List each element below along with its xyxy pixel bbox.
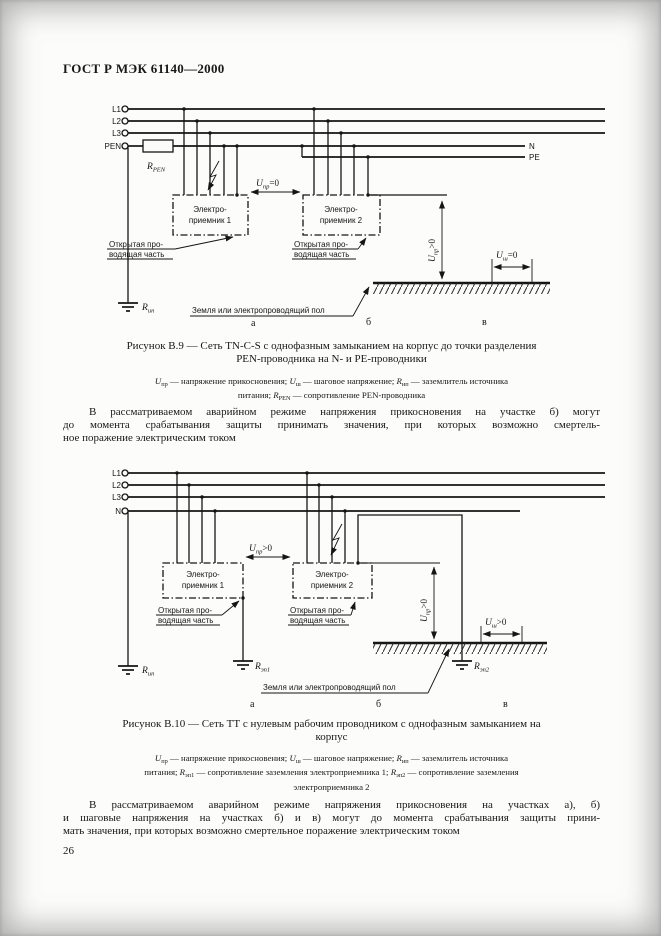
step-voltage-label: Uш>0 [485,617,507,630]
figure-b9-legend-line2: питания; RPEN — сопротивление PEN-провод… [237,390,426,403]
fault-lightning-icon [330,523,343,556]
svg-text:Земля или электропроводящий по: Земля или электропроводящий пол [192,306,325,315]
figure-b10-caption: Рисунок В.10 — Сеть ТТ с нулевым рабочим… [60,718,603,744]
zone-v-label: в [482,317,487,328]
line-label-pe: PE [529,153,540,162]
load2-label-line1: Электро- [315,570,349,579]
zone-a-label: а [250,699,255,710]
touch-voltage-right-label: Uпр>0 [427,239,440,262]
zone-a-label: а [251,318,256,329]
figure-b10-diagram: L1 L2 L3 N Электро- приемник 1 Электро- … [112,469,605,710]
figure-b9-legend: Uпр — напряжение прикосновения; Uш — шаг… [60,376,603,405]
load1-box [172,194,249,236]
fault-lightning-icon [207,160,220,191]
figure-b10-legend-line2: питания; Rэп1 — сопротивление заземления… [144,767,519,780]
zone-b-label: б [366,317,371,328]
line-label-n: N [115,507,121,516]
touch-voltage-label: Uпр>0 [249,543,272,556]
svg-text:водящая часть: водящая часть [294,250,349,259]
zone-b-label: б [376,699,381,710]
svg-text:Открытая про-: Открытая про- [290,606,344,615]
ground-surface [373,641,547,654]
source-earth: Rип [118,512,154,678]
load2-box [292,562,373,599]
load1-earth: Rэп1 [233,596,270,674]
rep1-label: Rэп1 [254,662,270,674]
load2-label-line1: Электро- [324,205,358,214]
paragraph-2: В рассматриваемом аварийном режиме напря… [63,799,600,837]
ground-callout: Земля или электропроводящий пол [190,286,370,317]
paragraph-1: В рассматриваемом аварийном режиме напря… [63,406,600,444]
line-label-l3: L3 [112,493,121,502]
rip-label: Rип [141,303,154,315]
figure-b9-caption: Рисунок В.9 — Сеть TN-C-S с однофазным з… [60,340,603,366]
load2-drop-conductors [300,107,370,197]
svg-text:Открытая про-: Открытая про- [158,606,212,615]
rpen-resistor [142,139,174,153]
svg-text:Земля или электропроводящий по: Земля или электропроводящий пол [263,683,396,692]
step-voltage-dim: Uш=0 [491,250,533,283]
touch-voltage-label: Uпр=0 [256,178,279,191]
load1-label-line2: приемник 1 [189,216,232,225]
step-voltage-dim: Uш>0 [480,617,523,643]
load2-label-line2: приемник 2 [320,216,363,225]
rep2-label: Rэп2 [473,662,490,674]
document-header: ГОСТ Р МЭК 61140—2000 [63,61,225,76]
zone-v-label: в [503,699,508,710]
load1-label-line1: Электро- [193,205,227,214]
figure-b10-caption-line1: Рисунок В.10 — Сеть ТТ с нулевым рабочим… [122,718,541,730]
svg-text:Открытая про-: Открытая про- [109,240,163,249]
svg-text:водящая часть: водящая часть [109,250,164,259]
load2-earth: Rэп2 [452,660,490,674]
line-label-l1: L1 [112,105,121,114]
line-label-l1: L1 [112,469,121,478]
figure-b10-legend: Uпр — напряжение прикосновения; Uш — шаг… [60,753,603,792]
figure-b9-caption-line2: PEN-проводника на N- и РЕ-проводники [236,353,427,365]
ground-surface [373,281,550,294]
load1-label-line1: Электро- [186,570,220,579]
figure-b10-caption-line2: корпус [315,731,348,743]
ground-callout: Земля или электропроводящий пол [261,648,450,694]
load2-box [302,194,381,236]
figure-b9-caption-line1: Рисунок В.9 — Сеть TN-C-S с однофазным з… [126,340,537,352]
touch-voltage-right-label: Uпр>0 [419,599,432,622]
line-label-pen: PEN [105,142,122,151]
step-voltage-label: Uш=0 [496,250,518,263]
page-number: 26 [63,845,74,857]
feeder-conductors [128,472,605,512]
feeder-conductors [128,108,605,158]
figure-b10-legend-line1: Uпр — напряжение прикосновения; Uш — шаг… [154,753,509,765]
svg-text:Открытая про-: Открытая про- [294,240,348,249]
svg-text:водящая часть: водящая часть [158,616,213,625]
load2-label-line2: приемник 2 [311,581,354,590]
figure-b9-legend-line1: Uпр — напряжение прикосновения; Uш — шаг… [154,376,509,388]
exposed-part-label-1: Открытая про- водящая часть [156,600,240,626]
figure-b9-diagram: L1 L2 L3 PEN N PE RPEN [105,105,605,329]
source-terminals [121,105,129,150]
svg-text:водящая часть: водящая часть [290,616,345,625]
line-label-l3: L3 [112,129,121,138]
source-earth: Rип [118,147,154,315]
figure-b10-legend-line3: электроприемника 2 [293,781,370,792]
line-label-l2: L2 [112,117,121,126]
source-terminals [121,469,129,515]
load1-box [162,562,244,599]
exposed-part-label-1: Открытая про- водящая часть [107,235,234,260]
line-label-n: N [529,142,535,151]
rip-label: Rип [141,666,154,678]
exposed-part-label-2: Открытая про- водящая часть [292,237,367,260]
load1-drop-conductors [175,471,217,563]
load1-label-line2: приемник 1 [182,581,225,590]
rpen-label: RPEN [146,162,166,174]
line-label-l2: L2 [112,481,121,490]
exposed-part-label-2: Открытая про- водящая часть [288,601,356,626]
